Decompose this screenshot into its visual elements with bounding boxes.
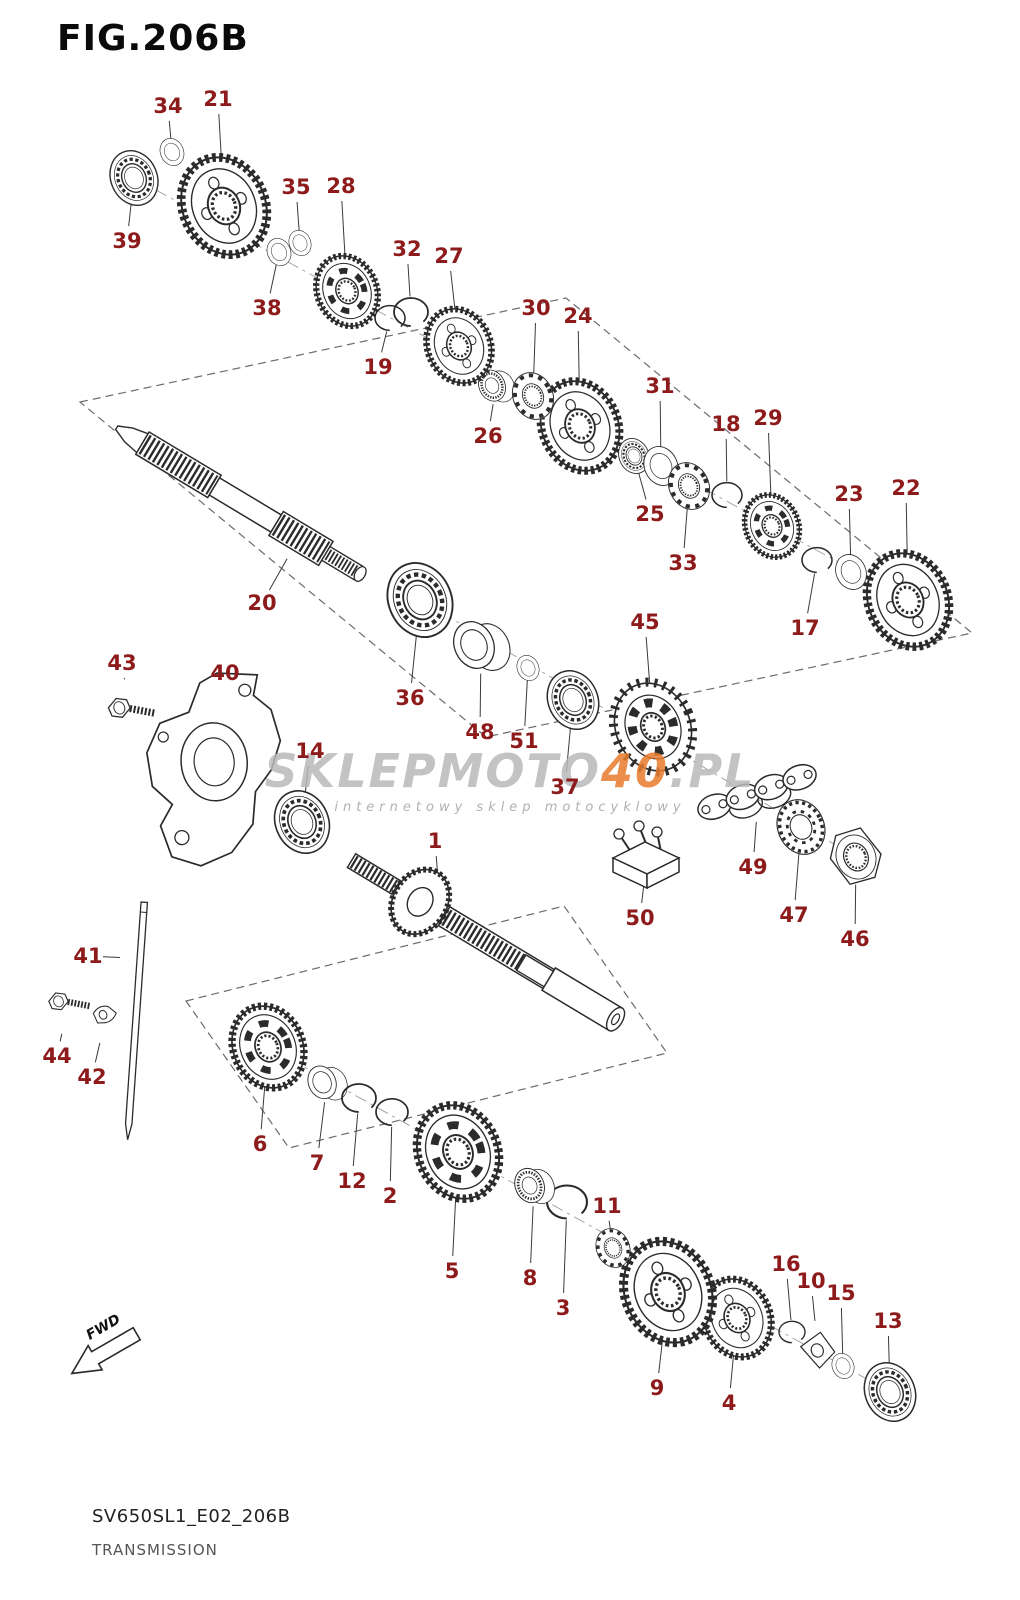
leader-line-19	[381, 331, 388, 353]
part-drawing-50	[612, 820, 680, 889]
leader-line-44	[59, 1033, 63, 1042]
part-drawing-8	[507, 1158, 562, 1214]
part-drawing-34	[155, 134, 189, 170]
part-drawing-40	[138, 666, 294, 872]
part-drawing-45	[599, 669, 706, 784]
part-drawing-5	[402, 1092, 513, 1212]
leader-line-35	[296, 201, 300, 232]
part-drawing-22	[852, 540, 963, 660]
leader-line-17	[807, 573, 816, 614]
leader-line-47	[794, 852, 800, 901]
leader-line-32	[407, 263, 411, 297]
leader-line-21	[218, 113, 222, 161]
leader-line-13	[887, 1335, 890, 1365]
leader-line-10	[811, 1295, 816, 1321]
part-drawing-1	[334, 831, 639, 1052]
leader-line-22	[905, 502, 908, 556]
leader-line-48	[479, 673, 482, 718]
leader-line-45	[645, 636, 651, 686]
footer: SV650SL1_E02_206B TRANSMISSION	[92, 1506, 290, 1559]
part-drawing-47	[766, 790, 836, 864]
assembly-outline-boxes	[78, 297, 974, 1149]
leader-line-49	[753, 821, 757, 853]
leader-line-9	[658, 1339, 664, 1374]
part-drawing-13	[853, 1352, 927, 1432]
part-drawing-14	[263, 780, 341, 864]
leader-line-28	[341, 200, 346, 258]
leader-line-24	[577, 330, 580, 384]
leader-line-8	[530, 1206, 534, 1264]
part-drawing-51	[512, 651, 544, 685]
leader-line-41	[102, 956, 121, 959]
part-drawing-46	[821, 820, 890, 892]
part-drawing-17	[791, 535, 843, 585]
leader-line-30	[533, 322, 536, 374]
leader-line-3	[563, 1220, 567, 1294]
part-drawing-6	[219, 995, 316, 1100]
leader-line-7	[318, 1102, 326, 1149]
leader-line-37	[565, 727, 571, 773]
leader-line-14	[304, 765, 309, 793]
part-drawing-42	[91, 1001, 119, 1027]
leader-line-38	[269, 264, 277, 294]
leader-line-25	[637, 471, 647, 500]
figure-title: FIG.206B	[57, 18, 249, 59]
part-drawing-29	[735, 486, 809, 566]
leader-line-6	[260, 1085, 266, 1130]
leader-line-23	[848, 508, 852, 556]
leader-line-31	[659, 400, 662, 448]
leader-line-26	[489, 404, 494, 422]
leader-line-27	[450, 270, 456, 312]
leader-line-12	[352, 1113, 359, 1167]
callout-leader-lines	[59, 113, 908, 1389]
figure-name: TRANSMISSION	[92, 1541, 218, 1559]
leader-line-42	[94, 1042, 101, 1063]
leader-line-33	[683, 507, 688, 549]
part-drawing-20	[110, 416, 372, 589]
part-drawing-21	[166, 144, 282, 269]
leader-line-51	[524, 679, 528, 727]
part-drawing-39	[99, 141, 169, 215]
part-drawing-36	[376, 553, 464, 648]
leader-line-5	[452, 1196, 457, 1257]
leader-line-34	[168, 120, 172, 140]
leader-line-39	[128, 203, 132, 227]
leader-line-2	[389, 1126, 393, 1182]
part-drawing-7	[302, 1057, 353, 1109]
leader-line-20	[268, 558, 288, 591]
part-drawing-23	[829, 549, 873, 595]
part-drawing-41	[123, 901, 149, 1141]
leader-line-18	[725, 438, 728, 482]
part-drawing-37	[536, 660, 610, 740]
leader-line-36	[411, 634, 417, 684]
part-drawing-48	[445, 609, 518, 684]
part-drawings	[47, 134, 964, 1432]
leader-line-29	[768, 432, 772, 497]
leader-line-15	[840, 1307, 844, 1355]
fwd-arrow: FWD	[70, 1311, 142, 1375]
leader-line-16	[786, 1278, 792, 1321]
figure-code: SV650SL1_E02_206B	[92, 1506, 291, 1527]
leader-line-4	[729, 1354, 735, 1389]
part-drawing-43	[106, 687, 154, 729]
part-drawing-44	[47, 983, 90, 1021]
